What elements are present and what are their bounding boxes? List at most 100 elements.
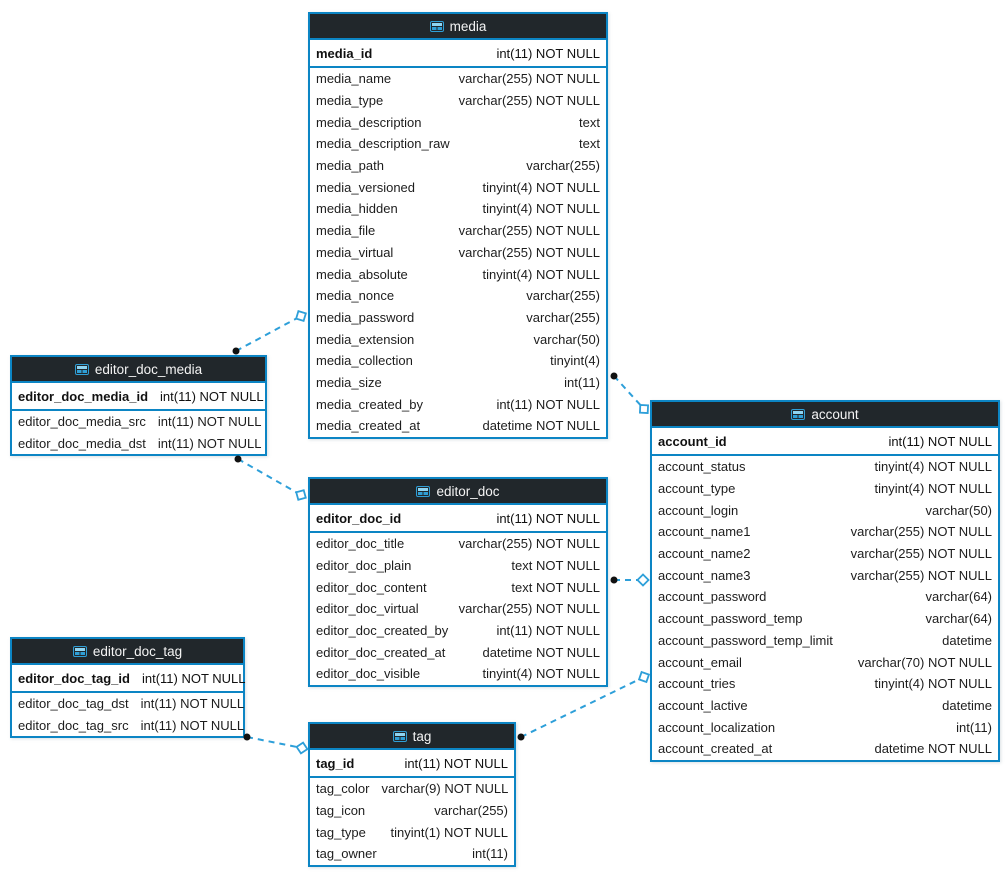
column-type: datetime NOT NULL [482,418,600,434]
column-name: tag_color [316,781,370,797]
primary-key-row: account_id int(11) NOT NULL [652,428,998,456]
column-name: tag_id [316,755,355,771]
column-type: varchar(64) [925,611,992,627]
column-type: varchar(255) NOT NULL [458,223,600,239]
column-name: tag_owner [316,846,377,862]
column-type: tinyint(1) NOT NULL [390,824,508,840]
column-type: tinyint(4) NOT NULL [482,666,600,682]
column-row: account_email varchar(70) NOT NULL [652,651,998,673]
column-name: media_id [316,45,373,61]
table-icon [791,408,806,420]
column-name: editor_doc_media_id [18,388,149,404]
column-name: editor_doc_tag_id [18,670,130,686]
table-icon [392,730,407,742]
column-type: datetime [942,632,992,648]
column-type: tinyint(4) NOT NULL [482,201,600,217]
column-type: datetime NOT NULL [874,741,992,757]
relationship-editor_doc-account[interactable] [610,573,650,587]
relationship-editor_doc_tag-tag[interactable] [243,733,309,755]
relationship-line [237,458,297,494]
column-name: account_password_temp_limit [658,632,833,648]
column-name: account_name1 [658,524,751,540]
column-name: media_hidden [316,201,398,217]
column-name: tag_type [316,824,366,840]
column-name: editor_doc_virtual [316,601,419,617]
column-name: editor_doc_media_src [18,414,146,430]
table-title: editor_doc_media [94,361,203,377]
column-name: media_created_by [316,396,423,412]
column-type: varchar(70) NOT NULL [857,654,992,670]
column-name: editor_doc_tag_src [18,718,129,734]
column-type: int(11) NOT NULL [496,623,600,639]
relationship-editor_doc_media-media[interactable] [232,310,307,355]
relationship-dot-endpoint [610,576,618,584]
column-type: varchar(50) [925,502,992,518]
relationship-diamond-endpoint [295,310,307,322]
table-title: editor_doc_tag [92,643,183,659]
column-type: tinyint(4) NOT NULL [874,481,992,497]
column-type: varchar(255) [434,803,508,819]
column-type: datetime [942,697,992,713]
column-name: tag_icon [316,803,366,819]
relationship-dot-endpoint [610,372,618,380]
column-name: account_login [658,502,739,518]
table-editor_doc_media[interactable]: editor_doc_media editor_doc_media_id int(1… [10,355,267,457]
relationship-media-account[interactable] [610,372,650,415]
column-type: varchar(255) NOT NULL [850,524,992,540]
column-type: varchar(9) NOT NULL [381,781,509,797]
table-title: account [811,406,859,422]
column-name: account_password_temp [658,611,803,627]
table-header[interactable]: editor_doc_tag [12,639,243,665]
column-type: int(11) [564,374,600,390]
column-row: account_password_temp_limit datetime [652,630,998,652]
table-header[interactable]: editor_doc [310,479,606,505]
column-type: datetime NOT NULL [482,644,600,660]
column-type: varchar(255) NOT NULL [458,71,600,87]
column-type: text NOT NULL [511,579,600,595]
column-row: tag_type tinyint(1) NOT NULL [310,821,514,843]
table-header[interactable]: editor_doc_media [12,357,265,383]
column-name: editor_doc_created_at [316,644,446,660]
column-name: account_localization [658,719,776,735]
column-type: varchar(255) [526,288,600,304]
table-header[interactable]: media [310,14,606,40]
column-name: editor_doc_visible [316,666,421,682]
column-name: account_lactive [658,697,748,713]
table-header[interactable]: tag [310,724,514,750]
column-type: varchar(255) NOT NULL [458,244,600,260]
column-type: varchar(255) NOT NULL [850,567,992,583]
column-type: int(11) NOT NULL [496,45,600,61]
column-type: int(11) NOT NULL [888,433,992,449]
relationship-diamond-endpoint [638,403,650,415]
column-type: int(11) NOT NULL [496,510,600,526]
column-row: account_login varchar(50) [652,499,998,521]
table-title: media [449,18,487,34]
column-name: editor_doc_tag_dst [18,696,129,712]
column-row: account_name1 varchar(255) NOT NULL [652,521,998,543]
relationship-editor_doc_media-editor_doc[interactable] [234,455,307,501]
column-name: account_email [658,654,742,670]
column-name: media_size [316,374,382,390]
column-name: account_id [658,433,727,449]
table-header[interactable]: account [652,402,998,428]
column-type: int(11) NOT NULL [157,436,262,452]
